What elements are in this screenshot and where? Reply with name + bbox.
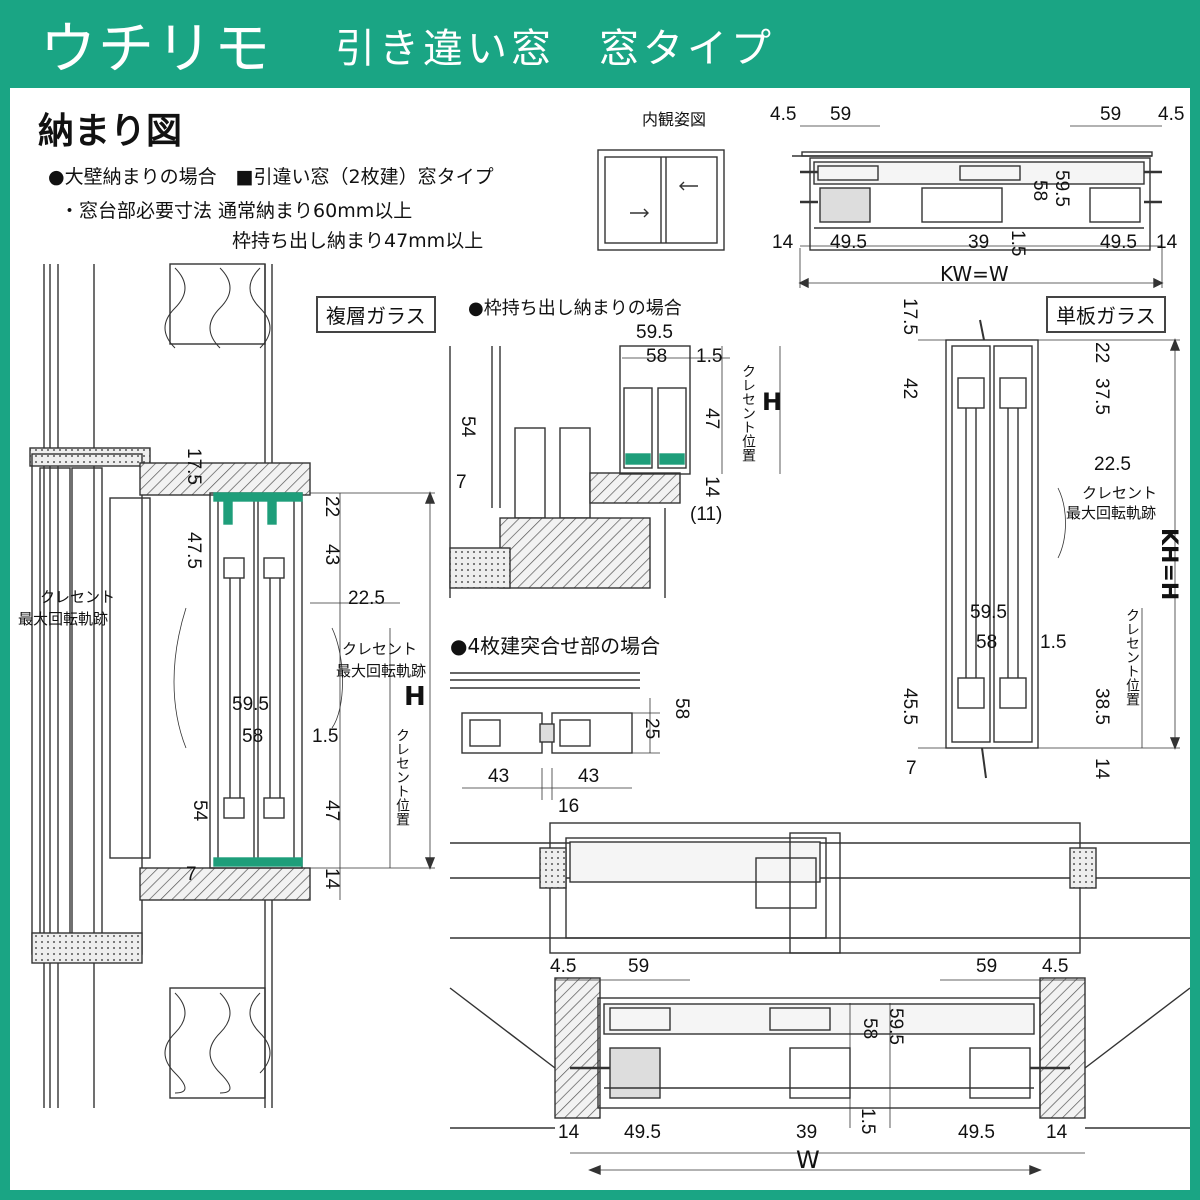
dim-sg-d: 37.5 bbox=[1091, 378, 1112, 415]
product-subtitle: 引き違い窓 窓タイプ bbox=[335, 26, 775, 72]
dim-sg-b: 22 bbox=[1091, 342, 1112, 364]
dim-main-k: 7 bbox=[186, 864, 197, 885]
dim-sg-l: 14 bbox=[1091, 758, 1112, 780]
dim-top-i: 39 bbox=[968, 232, 990, 253]
technical-drawing bbox=[29, 125, 1190, 1176]
top-plan-section bbox=[792, 125, 1164, 289]
dim-main-i: 54 bbox=[189, 800, 210, 822]
dim-bot-e: 58 bbox=[859, 1018, 880, 1040]
drawing-panel: 納まり図 ●大壁納まりの場合 ■引違い窓（2枚建）窓タイプ ・窓台部必要寸法 通… bbox=[10, 88, 1190, 1190]
dim-bot-f: 59.5 bbox=[885, 1008, 906, 1045]
dim-fo-f: 7 bbox=[456, 472, 467, 493]
dim-top-f: 59.5 bbox=[1051, 170, 1072, 207]
crescent-label-mid-1: クレセント bbox=[342, 640, 418, 658]
section-title: 納まり図 bbox=[38, 111, 183, 152]
dim-bot-h: 49.5 bbox=[624, 1122, 661, 1143]
single-glass-label: 単板ガラス bbox=[1046, 296, 1166, 333]
dim-bot-k: 49.5 bbox=[958, 1122, 995, 1143]
crescent-label-left-2: 最大回転軌跡 bbox=[18, 610, 109, 628]
crescent-label-left-1: クレセント bbox=[40, 588, 116, 606]
dim-top-b: 59 bbox=[830, 104, 852, 125]
dim-main-e: 22.5 bbox=[348, 588, 385, 609]
dim-top-e: 58 bbox=[1029, 180, 1050, 202]
frame-out-section bbox=[449, 345, 781, 598]
dim-top-j: 1.5 bbox=[1007, 230, 1028, 257]
dim-4p-d: 43 bbox=[578, 766, 600, 787]
kw-symbol: KW=W bbox=[940, 262, 1009, 286]
dim-main-j: 47 bbox=[321, 800, 342, 822]
height-symbol-main: H bbox=[404, 682, 426, 712]
dim-main-f: 59.5 bbox=[232, 694, 269, 715]
crescent-label-mid-2: 最大回転軌跡 bbox=[336, 662, 427, 680]
dim-4p-e: 16 bbox=[558, 796, 580, 817]
dim-main-h: 1.5 bbox=[312, 726, 339, 747]
height-symbol-frame-out: H bbox=[762, 388, 783, 416]
dim-fo-e: 47 bbox=[701, 408, 722, 430]
main-vertical-section bbox=[29, 263, 436, 1108]
four-panel-heading: ●4枚建突合せ部の場合 bbox=[450, 634, 661, 658]
brand-title: ウチリモ bbox=[40, 17, 272, 82]
dim-fo-a: 59.5 bbox=[636, 322, 673, 343]
dim-4p-a: 25 bbox=[641, 718, 662, 740]
dim-bot-c: 59 bbox=[976, 956, 998, 977]
dim-bot-l: 14 bbox=[1046, 1122, 1068, 1143]
dim-bot-g: 14 bbox=[558, 1122, 580, 1143]
dim-fo-d: 54 bbox=[457, 416, 478, 438]
dim-fo-b: 58 bbox=[646, 346, 668, 367]
dim-top-g: 14 bbox=[772, 232, 794, 253]
dim-sg-h: 1.5 bbox=[1040, 632, 1067, 653]
dim-top-d: 4.5 bbox=[1158, 104, 1185, 125]
dim-bot-b: 59 bbox=[628, 956, 650, 977]
note-line-2: ・窓台部必要寸法 通常納まり60mm以上 bbox=[60, 200, 413, 222]
dim-sg-a: 17.5 bbox=[899, 298, 920, 335]
dim-bot-i: 39 bbox=[796, 1122, 818, 1143]
dim-sg-g: 58 bbox=[976, 632, 998, 653]
frame-out-heading: ●枠持ち出し納まりの場合 bbox=[468, 298, 682, 319]
dim-top-a: 4.5 bbox=[770, 104, 797, 125]
dim-bot-a: 4.5 bbox=[550, 956, 577, 977]
header-bar: ウチリモ 引き違い窓 窓タイプ bbox=[0, 0, 1200, 86]
dim-top-c: 59 bbox=[1100, 104, 1122, 125]
dim-fo-h: (11) bbox=[690, 504, 723, 525]
single-glass-section bbox=[918, 319, 1181, 779]
dim-sg-j: 38.5 bbox=[1091, 688, 1112, 725]
dim-bot-d: 4.5 bbox=[1042, 956, 1069, 977]
dim-4p-c: 43 bbox=[488, 766, 510, 787]
kh-symbol: KH=H bbox=[1156, 528, 1181, 601]
dim-sg-e: 22.5 bbox=[1094, 454, 1131, 475]
dim-sg-k: 7 bbox=[906, 758, 917, 779]
crescent-label-right-2: 最大回転軌跡 bbox=[1066, 504, 1157, 522]
crescent-position-single: クレセント位置 bbox=[1124, 608, 1140, 706]
dim-main-l: 14 bbox=[321, 868, 342, 890]
double-glass-label: 複層ガラス bbox=[316, 296, 436, 333]
crescent-label-right-1: クレセント bbox=[1082, 484, 1158, 502]
dim-top-l: 14 bbox=[1156, 232, 1178, 253]
dim-main-c: 47.5 bbox=[183, 532, 204, 569]
dim-sg-f: 59.5 bbox=[970, 602, 1007, 623]
bottom-plan-section bbox=[449, 822, 1190, 1176]
note-line-3: 枠持ち出し納まり47mm以上 bbox=[232, 230, 484, 252]
interior-view-label: 内観姿図 bbox=[642, 110, 707, 129]
width-symbol: W bbox=[796, 1146, 820, 1174]
dim-bot-j: 1.5 bbox=[857, 1108, 878, 1135]
crescent-position-frame-out: クレセント位置 bbox=[740, 364, 756, 462]
dim-main-g: 58 bbox=[242, 726, 264, 747]
dim-main-d: 43 bbox=[321, 544, 342, 566]
dim-top-k: 49.5 bbox=[1100, 232, 1137, 253]
dim-main-b: 22 bbox=[321, 496, 342, 518]
dim-fo-g: 14 bbox=[701, 476, 722, 498]
interior-elevation bbox=[597, 149, 725, 251]
dim-sg-c: 42 bbox=[899, 378, 920, 400]
dim-sg-i: 45.5 bbox=[899, 688, 920, 725]
dim-fo-c: 1.5 bbox=[696, 346, 723, 367]
note-line-1: ●大壁納まりの場合 ■引違い窓（2枚建）窓タイプ bbox=[48, 166, 494, 188]
dim-top-h: 49.5 bbox=[830, 232, 867, 253]
four-panel-section bbox=[450, 672, 660, 800]
dim-main-a: 17.5 bbox=[183, 448, 204, 485]
dim-4p-b: 58 bbox=[671, 698, 692, 720]
crescent-position-main: クレセント位置 bbox=[394, 728, 410, 826]
